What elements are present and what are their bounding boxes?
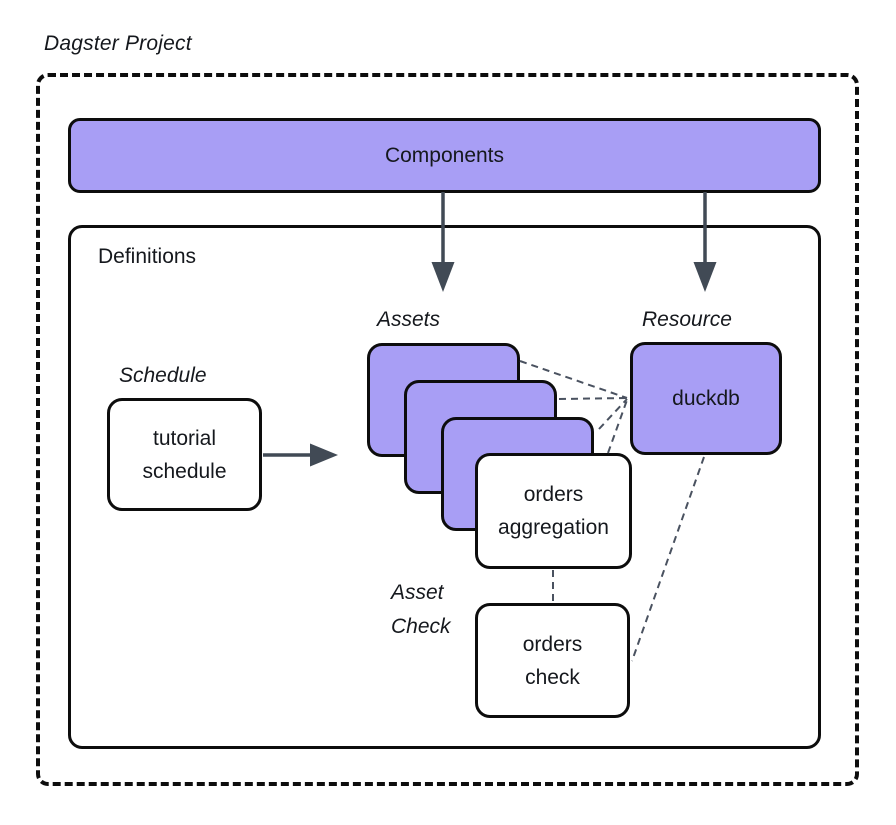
orders-check-label: orders check	[522, 632, 583, 689]
tutorial-schedule-node: tutorial schedule	[107, 398, 262, 511]
orders-aggregation-label: orders aggregation	[498, 483, 609, 539]
duckdb-label: duckdb	[672, 387, 740, 410]
schedule-section-label: Schedule	[119, 364, 207, 387]
components-label: Components	[384, 143, 505, 167]
duckdb-resource-node: duckdb	[630, 342, 782, 455]
orders-aggregation-node: orders aggregation	[475, 453, 632, 569]
asset-check-section-label: Asset Check	[391, 581, 451, 638]
diagram-title: Dagster Project	[44, 32, 192, 55]
components-node: Components	[68, 118, 821, 193]
resource-section-label: Resource	[642, 308, 732, 331]
tutorial-schedule-label: tutorial schedule	[142, 426, 227, 483]
assets-section-label: Assets	[377, 308, 441, 331]
definitions-label: Definitions	[98, 245, 197, 268]
orders-check-node: orders check	[475, 603, 630, 718]
dagster-project-boundary	[36, 73, 859, 786]
